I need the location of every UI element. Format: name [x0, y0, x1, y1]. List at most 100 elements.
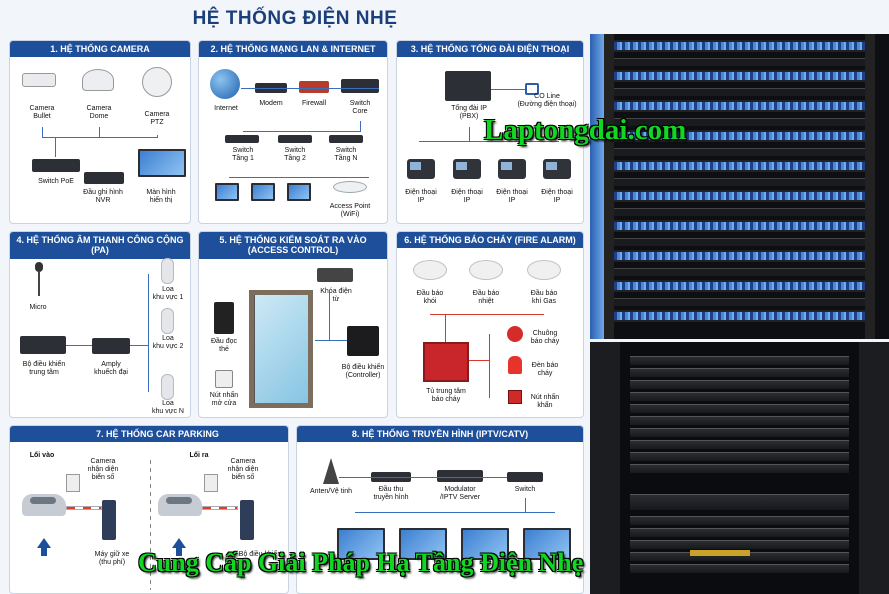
panel-parking-title: 7. HỆ THỐNG CAR PARKING	[10, 426, 288, 443]
display-monitor-icon	[138, 149, 186, 177]
panel-parking: 7. HỆ THỐNG CAR PARKING Lối vào Lối ra C…	[9, 425, 289, 594]
switch-floor1-icon	[225, 135, 259, 143]
computer-3-icon	[287, 183, 311, 201]
computer-2-icon	[251, 183, 275, 201]
page-title: HỆ THỐNG ĐIỆN NHẸ	[192, 8, 398, 29]
magnetic-lock-icon	[317, 268, 353, 282]
panel-camera-title: 1. HỆ THỐNG CAMERA	[10, 41, 190, 58]
speaker-zone2-icon	[161, 308, 174, 334]
microphone-icon	[35, 262, 43, 272]
ip-phone-2-icon	[453, 159, 481, 179]
fire-button-icon	[508, 390, 522, 404]
label-modulator: Modulator/IPTV Server	[439, 486, 481, 502]
access-controller-icon	[347, 326, 379, 356]
tv-1-icon	[337, 528, 385, 560]
camera-dome-icon	[82, 69, 114, 91]
panel-iptv-title: 8. HỆ THỐNG TRUYỀN HÌNH (IPTV/CATV)	[297, 426, 583, 443]
panel-access: 5. HỆ THỐNG KIỂM SOÁT RA VÀO(ACCESS CONT…	[198, 231, 388, 418]
parking-kiosk-1-icon	[102, 500, 116, 540]
panel-fire-title: 6. HỆ THỐNG BÁO CHÁY (FIRE ALARM)	[397, 232, 583, 249]
label-internet: Internet	[214, 105, 238, 112]
panel-pa: 4. HỆ THỐNG ÂM THANH CÔNG CỘNG (PA) Micr…	[9, 231, 191, 418]
glass-door-icon	[249, 290, 313, 408]
switch-poe-icon	[32, 159, 80, 172]
card-reader-icon	[214, 302, 234, 334]
label-access-point: Access Point(WiFi)	[329, 203, 371, 219]
car-exit-icon	[158, 494, 202, 516]
barrier-entrance-icon	[66, 506, 102, 510]
ip-phone-4-icon	[543, 159, 571, 179]
amplifier-icon	[92, 338, 130, 354]
exit-arrow-icon	[172, 538, 186, 556]
parking-kiosk-2-icon	[240, 500, 254, 540]
panel-lan: 2. HỆ THỐNG MẠNG LAN & INTERNET Internet…	[198, 40, 388, 224]
fire-alarm-panel-icon	[423, 342, 469, 382]
pa-controller-icon	[20, 336, 66, 354]
camera-ptz-icon	[142, 67, 172, 97]
label-pbx: Tổng đài IP(PBX)	[451, 105, 487, 121]
tv-4-icon	[523, 528, 571, 560]
label-parking-kiosk: Máy giữ xe(thu phí)	[94, 551, 130, 567]
smoke-detector-icon	[413, 260, 447, 280]
panel-iptv: 8. HỆ THỐNG TRUYỀN HÌNH (IPTV/CATV) Ante…	[296, 425, 584, 594]
exit-button-icon	[215, 370, 233, 388]
fire-bell-icon	[507, 326, 523, 342]
label-entrance: Lối vào	[29, 452, 55, 459]
panel-pbx-title: 3. HỆ THỐNG TỔNG ĐÀI ĐIỆN THOẠI	[397, 41, 583, 58]
iptv-switch-icon	[507, 472, 543, 482]
network-rack-photo	[590, 34, 889, 339]
pbx-icon	[445, 71, 491, 101]
ip-phone-1-icon	[407, 159, 435, 179]
computer-1-icon	[215, 183, 239, 201]
label-parking-controller: Bộ điều khiển	[238, 551, 282, 558]
ip-phone-3-icon	[498, 159, 526, 179]
switch-floorn-icon	[329, 135, 363, 143]
camera-bullet-icon	[22, 73, 56, 87]
lpr-camera-1-icon	[66, 474, 80, 492]
panel-pa-title: 4. HỆ THỐNG ÂM THANH CÔNG CỘNG (PA)	[10, 232, 190, 259]
label-modem: Modem	[259, 100, 283, 107]
nvr-icon	[84, 172, 124, 184]
internet-globe-icon	[210, 69, 240, 99]
panel-access-title: 5. HỆ THỐNG KIỂM SOÁT RA VÀO(ACCESS CONT…	[199, 232, 387, 259]
panel-lan-title: 2. HỆ THỐNG MẠNG LAN & INTERNET	[199, 41, 387, 58]
panel-pbx: 3. HỆ THỐNG TỔNG ĐÀI ĐIỆN THOẠI Tổng đài…	[396, 40, 584, 224]
speaker-zone1-icon	[161, 258, 174, 284]
watermark-site: Laptongdai.com	[484, 114, 687, 146]
switch-floor2-icon	[278, 135, 312, 143]
switch-core-icon	[341, 79, 379, 93]
firewall-icon	[299, 81, 329, 93]
car-entrance-icon	[22, 494, 66, 516]
server-rack-photo	[590, 342, 889, 594]
panel-fire: 6. HỆ THỐNG BÁO CHÁY (FIRE ALARM) Đầu bá…	[396, 231, 584, 418]
heat-detector-icon	[469, 260, 503, 280]
tv-2-icon	[399, 528, 447, 560]
label-firewall: Firewall	[301, 100, 327, 107]
speaker-zonen-icon	[161, 374, 174, 400]
label-co-line: CO Line(Đường điện thoại)	[517, 93, 577, 109]
